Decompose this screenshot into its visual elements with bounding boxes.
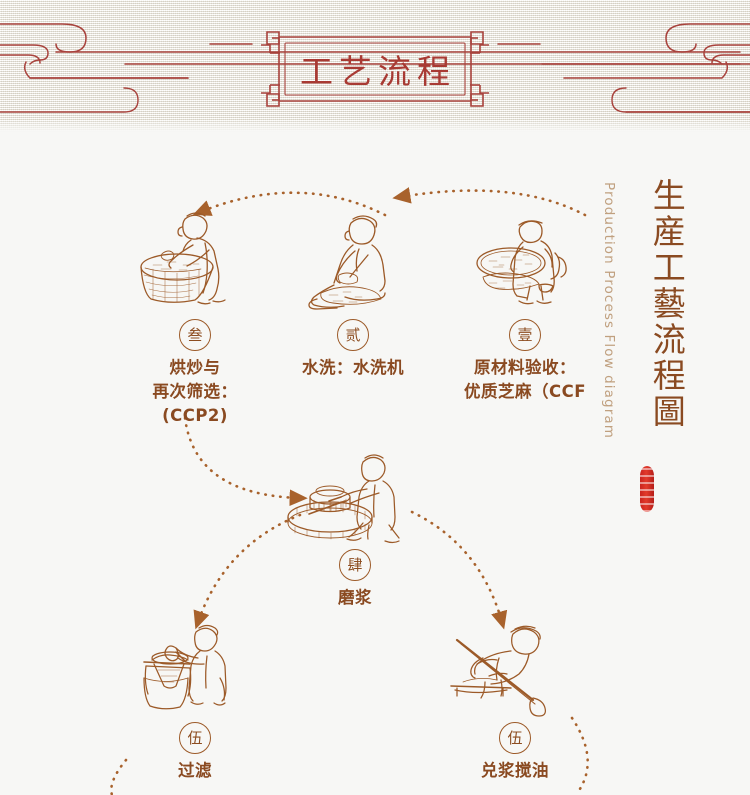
arrow-step3-to-step4 [183, 416, 308, 507]
washing-worker-illustration [308, 215, 386, 310]
red-seal-stamp [640, 466, 654, 512]
step-1[interactable]: 壹 原材料验收： 优质芝麻（CCF [455, 205, 595, 404]
step-6-numeral: 伍 [499, 722, 531, 754]
roasting-worker-illustration [140, 212, 226, 305]
step-4[interactable]: 肆 磨浆 [285, 445, 425, 610]
step-3-label: 烘炒与 再次筛选：(CCP2) [152, 358, 238, 425]
step-2-label: 水洗：水洗机 [302, 358, 404, 377]
title-plaque: 工艺流程 [258, 28, 492, 110]
arrow-step4-to-step6 [410, 510, 508, 630]
step-5-numeral: 伍 [179, 722, 211, 754]
header-banner: 工艺流程 [0, 0, 750, 133]
step-5[interactable]: 伍 过滤 [125, 618, 265, 783]
cloud-ornament-left [0, 23, 750, 113]
step-4-label: 磨浆 [338, 588, 372, 607]
step-3-numeral: 叁 [179, 319, 211, 351]
step-2[interactable]: 贰 水洗：水洗机 [283, 205, 423, 380]
plaque-frame-ornament [261, 31, 489, 107]
page-title: 工艺流程 [300, 52, 456, 91]
sieving-worker-illustration [476, 220, 567, 305]
step-2-numeral: 贰 [337, 319, 369, 351]
vertical-heading-cn: 生産工藝流程圖 [647, 178, 687, 430]
arrow-step5-onward [110, 758, 128, 795]
step-3[interactable]: 叁 烘炒与 再次筛选：(CCP2) [125, 205, 265, 428]
step-1-numeral: 壹 [509, 319, 541, 351]
step-6-label: 兑浆搅油 [481, 761, 549, 780]
stirring-worker-illustration [450, 625, 546, 717]
step-5-label: 过滤 [178, 761, 212, 780]
step-1-label: 原材料验收： 优质芝麻（CCF [464, 358, 586, 401]
banner-fade [0, 119, 750, 133]
vertical-heading-en: Production Process Flow diagram [601, 182, 617, 439]
filtering-worker-illustration [143, 624, 227, 710]
millstone-worker-illustration [287, 454, 400, 544]
step-6[interactable]: 伍 兑浆搅油 [440, 618, 590, 783]
step-4-numeral: 肆 [339, 549, 371, 581]
